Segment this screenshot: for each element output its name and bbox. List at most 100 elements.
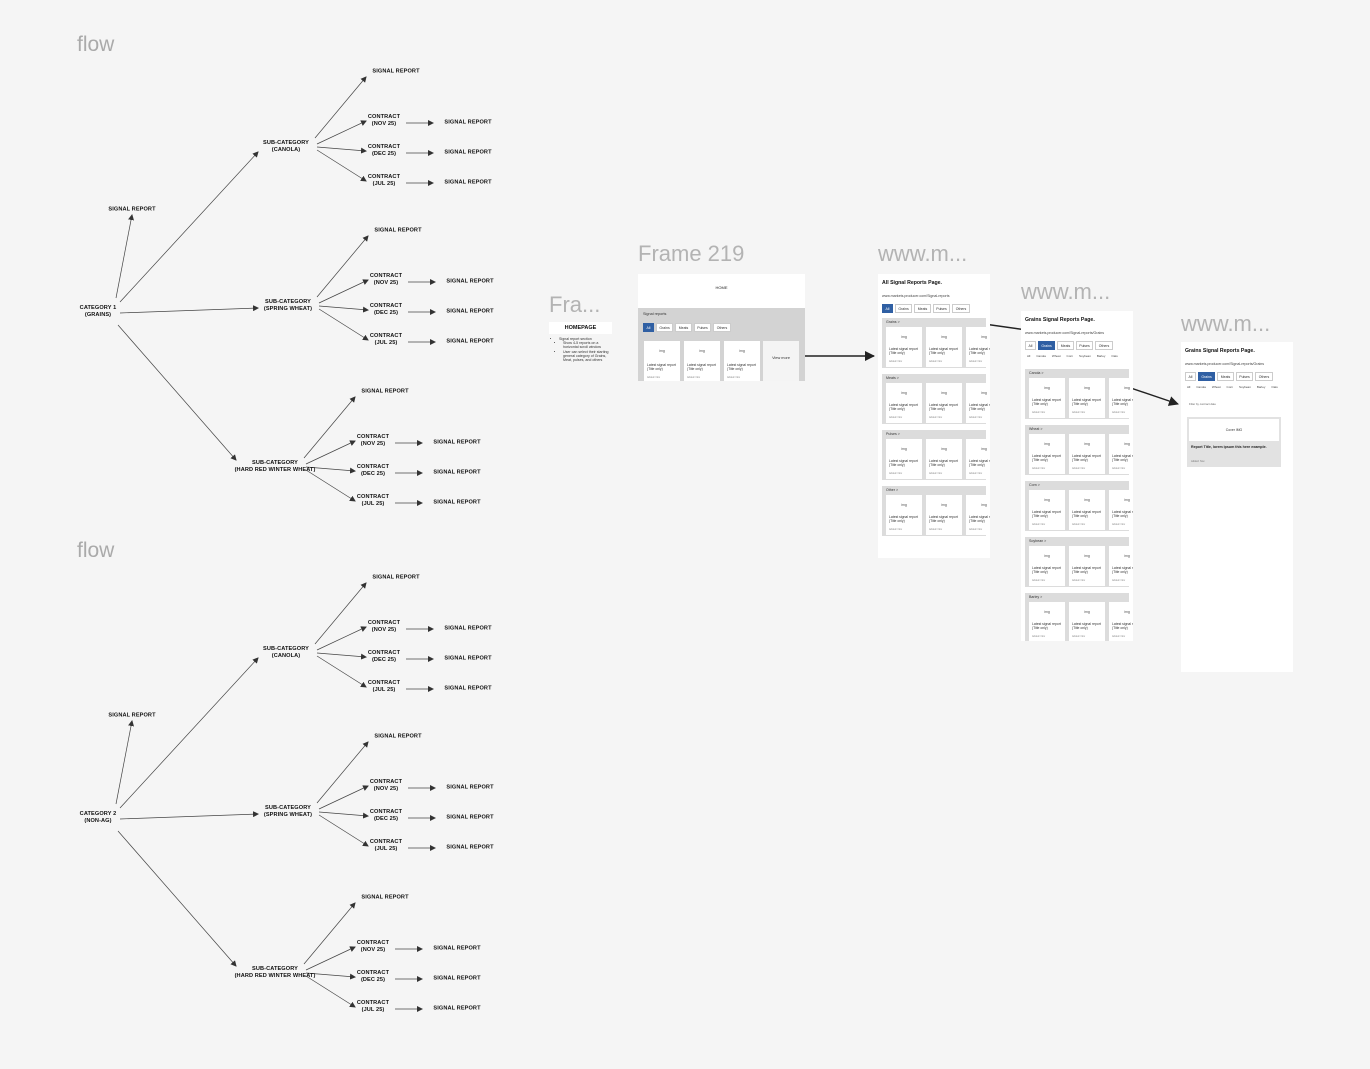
connector-arrow xyxy=(303,396,356,459)
contract-node: CONTRACT (DEC 25) xyxy=(369,302,403,316)
tab-pulses[interactable]: Pulses xyxy=(1075,341,1094,350)
contract-signal-report: SIGNAL REPORT xyxy=(433,439,481,446)
report-section-label[interactable]: Corn > xyxy=(1029,483,1040,487)
tab-meats[interactable]: Meats xyxy=(675,323,692,332)
connector-arrow xyxy=(314,76,367,139)
homepage-note: User can select their starting general c… xyxy=(563,350,612,363)
report-card[interactable]: img Latest signal report (Title only) Ad… xyxy=(724,341,760,381)
tab-all[interactable]: All xyxy=(882,304,893,313)
report-card-title: Latest signal report (Title only) xyxy=(1072,454,1101,462)
contract-signal-report: SIGNAL REPORT xyxy=(433,1005,481,1012)
report-section-label[interactable]: Other > xyxy=(886,488,899,492)
subtab-corn[interactable]: Corn xyxy=(1066,354,1074,358)
subtab-barley[interactable]: Barley xyxy=(1256,385,1266,389)
tab-all[interactable]: All xyxy=(643,323,654,332)
report-section-label[interactable]: Grains > xyxy=(886,320,900,324)
report-section-label[interactable]: Soybean > xyxy=(1029,539,1047,543)
report-section-label[interactable]: Pulses > xyxy=(886,432,900,436)
subtab-oats[interactable]: Oats xyxy=(1111,354,1118,358)
report-section-label[interactable]: Wheat > xyxy=(1029,427,1043,431)
report-card-date: Added: Nov xyxy=(647,376,661,379)
tab-others[interactable]: Others xyxy=(1095,341,1113,350)
report-section-label[interactable]: Meats > xyxy=(886,376,899,380)
subtab-soybean[interactable]: Soybean xyxy=(1239,385,1251,389)
report-card-date: Added: Nov xyxy=(1032,411,1046,414)
tab-meats[interactable]: Meats xyxy=(914,304,931,313)
connector-arrow xyxy=(316,235,369,298)
report-card[interactable]: img Latest signal report (Title only) Ad… xyxy=(684,341,720,381)
tab-grains[interactable]: Grains xyxy=(894,304,913,313)
subtab-canola[interactable]: Canola xyxy=(1036,354,1046,358)
contract-node: CONTRACT (JUL 25) xyxy=(356,493,390,507)
connector-arrow xyxy=(305,469,356,502)
tab-meats[interactable]: Meats xyxy=(1217,372,1234,381)
frame-219-tabs: All Grains Meats Pulses Others xyxy=(643,323,731,332)
subcategory-signal-report: SIGNAL REPORT xyxy=(374,227,422,234)
report-card-image: img xyxy=(1084,498,1090,502)
contract-node: CONTRACT (JUL 25) xyxy=(369,332,403,346)
connector-arrow xyxy=(119,305,259,314)
tab-pulses[interactable]: Pulses xyxy=(693,323,712,332)
contract-node: CONTRACT (NOV 25) xyxy=(369,272,403,286)
subtab-wheat[interactable]: Wheat xyxy=(1211,385,1221,389)
tab-all[interactable]: All xyxy=(1185,372,1196,381)
contract-node: CONTRACT (DEC 25) xyxy=(356,969,390,983)
tab-meats[interactable]: Meats xyxy=(1057,341,1074,350)
report-card-date: Added: Nov xyxy=(889,528,903,531)
tab-grains[interactable]: Grains xyxy=(655,323,674,332)
report-card-title: Latest signal report (Title only) xyxy=(1112,398,1133,406)
contract-signal-report: SIGNAL REPORT xyxy=(433,945,481,952)
subtab-wheat[interactable]: Wheat xyxy=(1051,354,1061,358)
tab-grains[interactable]: Grains xyxy=(1037,341,1056,350)
subtab-all[interactable]: All xyxy=(1027,354,1031,358)
tab-all[interactable]: All xyxy=(1025,341,1036,350)
tab-pulses[interactable]: Pulses xyxy=(932,304,951,313)
report-card[interactable]: img Latest signal report (Title only) Ad… xyxy=(644,341,680,381)
tab-others[interactable]: Others xyxy=(1255,372,1273,381)
subtab-corn[interactable]: Corn xyxy=(1226,385,1234,389)
grains-filtered-subtabs: All Canola Wheat Corn Soybean Barley Oat… xyxy=(1187,385,1278,389)
subtab-barley[interactable]: Barley xyxy=(1096,354,1106,358)
subtab-oats[interactable]: Oats xyxy=(1271,385,1278,389)
subtab-soybean[interactable]: Soybean xyxy=(1079,354,1091,358)
report-section-label[interactable]: Barley > xyxy=(1029,595,1043,599)
view-more-card[interactable]: View more xyxy=(763,341,799,381)
tab-pulses[interactable]: Pulses xyxy=(1235,372,1254,381)
report-card-date: Added: Nov xyxy=(1032,635,1046,638)
tab-others[interactable]: Others xyxy=(713,323,731,332)
report-section-label[interactable]: Canola > xyxy=(1029,371,1044,375)
featured-report-card[interactable]: Cover IMG Report Title, lorem ipsum this… xyxy=(1187,417,1281,467)
tab-grains[interactable]: Grains xyxy=(1197,372,1216,381)
tab-others[interactable]: Others xyxy=(952,304,970,313)
subtab-canola[interactable]: Canola xyxy=(1196,385,1206,389)
connector-arrow xyxy=(318,305,369,313)
subtab-all[interactable]: All xyxy=(1187,385,1191,389)
